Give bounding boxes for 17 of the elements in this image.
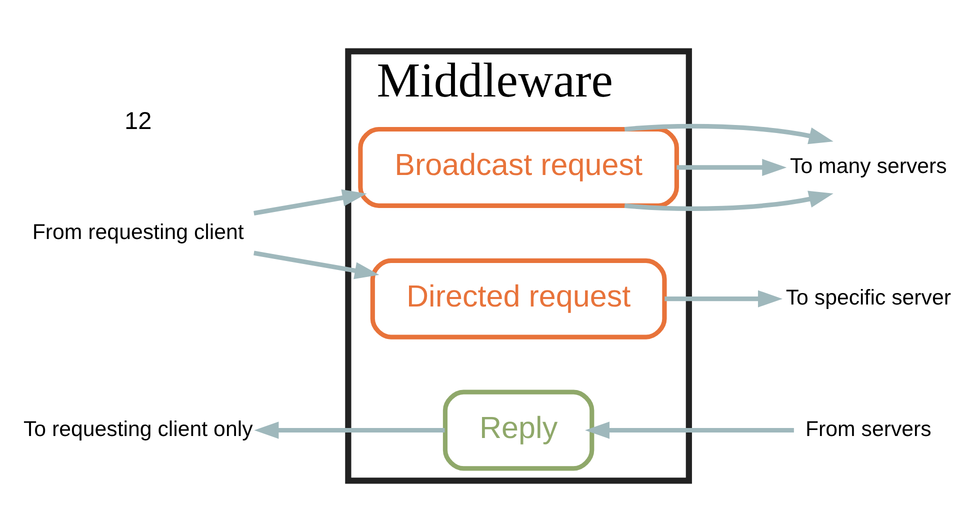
node-text: From requesting client bbox=[32, 219, 244, 244]
arrow bbox=[624, 123, 834, 144]
arrow bbox=[254, 250, 380, 279]
arrow bbox=[254, 188, 367, 216]
node-box: Directed request bbox=[370, 258, 667, 339]
arrow bbox=[585, 421, 794, 438]
node-text: To requesting client only bbox=[23, 416, 253, 440]
node-text: From servers bbox=[805, 416, 932, 440]
arrow bbox=[624, 190, 834, 210]
node-box: Broadcast request bbox=[358, 126, 679, 208]
arrow bbox=[254, 421, 445, 438]
node-text: To specific server bbox=[786, 285, 951, 309]
arrow bbox=[676, 158, 787, 176]
label: 12 bbox=[124, 107, 152, 134]
node-box: Reply bbox=[442, 389, 594, 470]
arrow bbox=[664, 290, 782, 307]
node-text: To many servers bbox=[790, 154, 947, 178]
